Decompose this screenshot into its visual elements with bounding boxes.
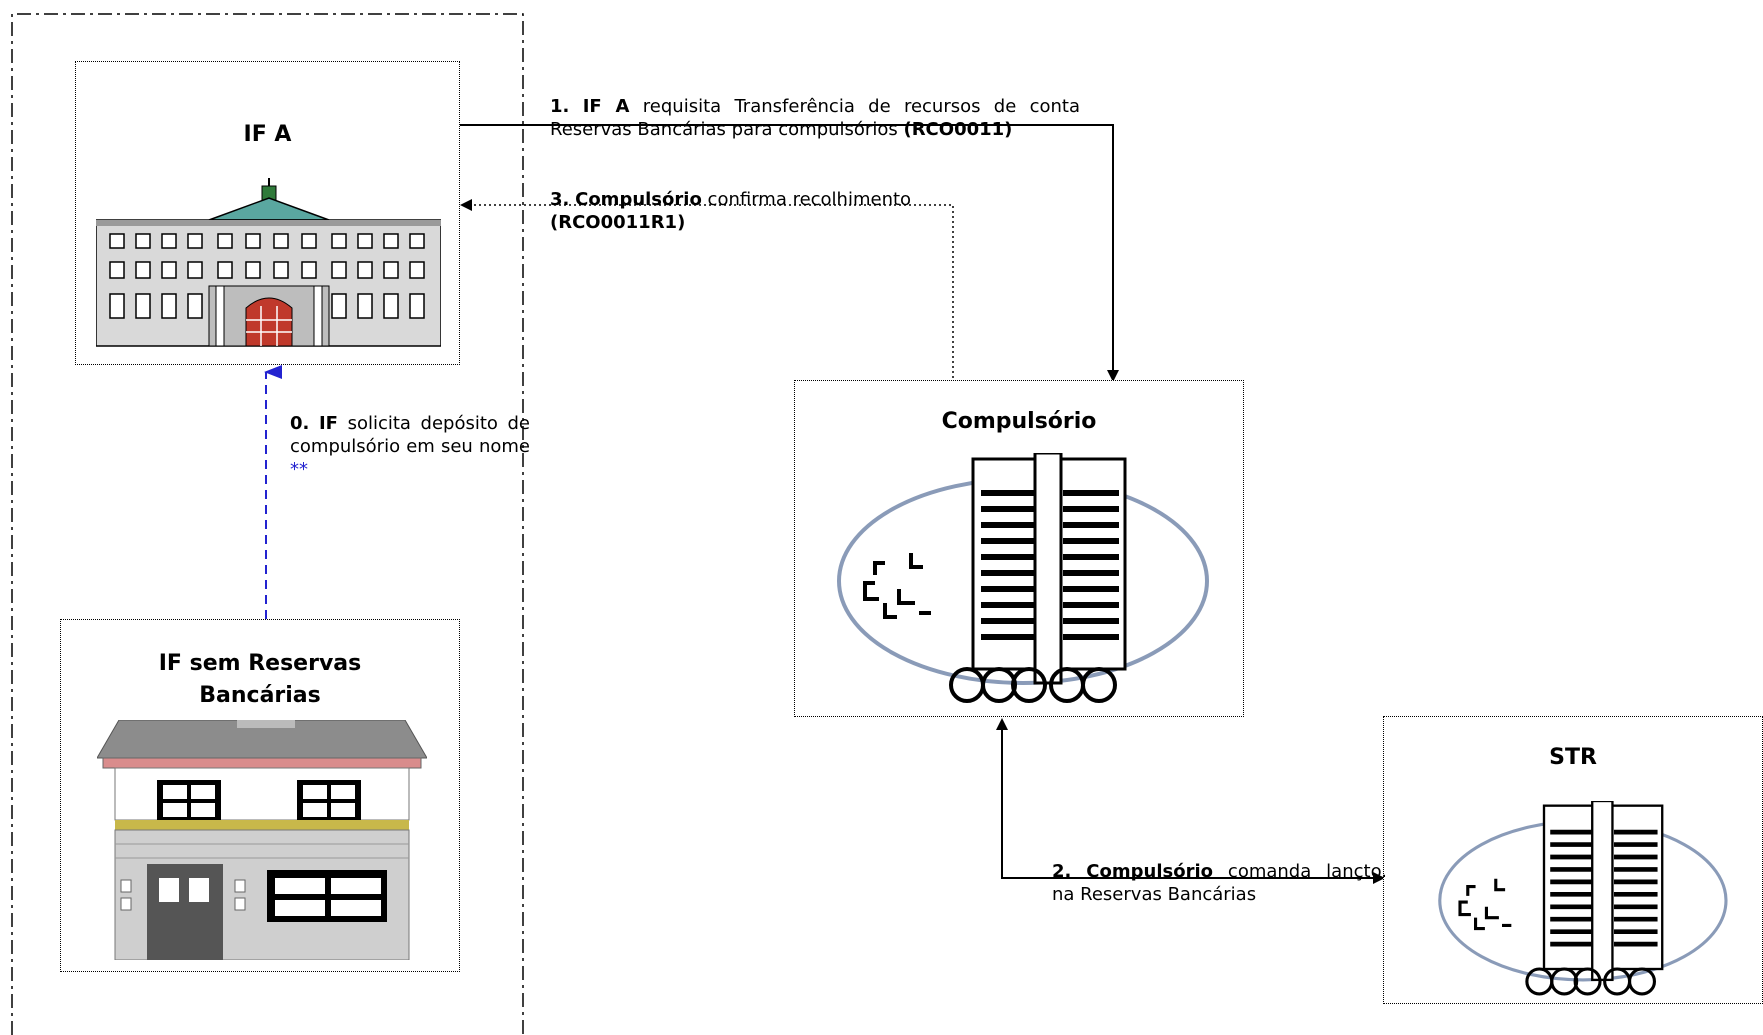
- node-str-title: STR: [1549, 745, 1597, 770]
- step-1-message-code: (RCO0011): [903, 119, 1013, 140]
- house-icon: [97, 720, 427, 960]
- step-1-label: 1. IF A requisita Transferência de recur…: [550, 95, 1080, 141]
- node-if-sem-reservas-title: IF sem Reservas Bancárias: [158, 651, 362, 708]
- node-compulsorio-title: Compulsório: [941, 409, 1097, 434]
- bank-building-icon: [96, 178, 441, 347]
- step-3-number: 3.: [550, 189, 570, 210]
- node-if-a-title: IF A: [243, 122, 292, 147]
- step-0-label: 0. IF solicita depósito de compulsório e…: [290, 412, 530, 481]
- step-1-number: 1.: [550, 96, 570, 117]
- step-3-actor: Compulsório: [575, 189, 702, 210]
- institution-boundary: [11, 13, 524, 1035]
- step-3-text: confirma recolhimento: [707, 189, 912, 210]
- arrow-step-1: [459, 124, 1119, 382]
- node-str: STR: [1383, 716, 1763, 1004]
- node-compulsorio: Compulsório: [794, 380, 1244, 717]
- node-if-sem-reservas: IF sem Reservas Bancárias: [60, 619, 460, 972]
- step-1-text: requisita Transferência de recursos de c…: [550, 96, 1081, 140]
- step-3-label: 3. Compulsório confirma recolhimento (RC…: [550, 188, 950, 234]
- step-0-text: solicita depósito de compulsório em seu …: [290, 413, 530, 457]
- step-0-actor: IF: [318, 413, 338, 434]
- step-0-number: 0.: [290, 413, 310, 434]
- step-2-label: 2. Compulsório comanda lançto. na Reserv…: [1052, 860, 1387, 906]
- central-bank-logo-icon: [837, 453, 1209, 703]
- step-0-footnote-mark: **: [290, 459, 308, 480]
- step-2-text: comanda lançto. na Reservas Bancárias: [1052, 861, 1387, 905]
- node-if-a: IF A: [75, 61, 460, 365]
- arrow-step-2: [996, 718, 1385, 884]
- step-3-message-code: (RCO0011R1): [550, 212, 686, 233]
- step-2-number: 2.: [1052, 861, 1072, 882]
- arrow-step-3: [460, 199, 954, 378]
- central-bank-logo-icon: [1438, 801, 1728, 996]
- step-1-actor: IF A: [582, 96, 630, 117]
- step-2-actor: Compulsório: [1086, 861, 1213, 882]
